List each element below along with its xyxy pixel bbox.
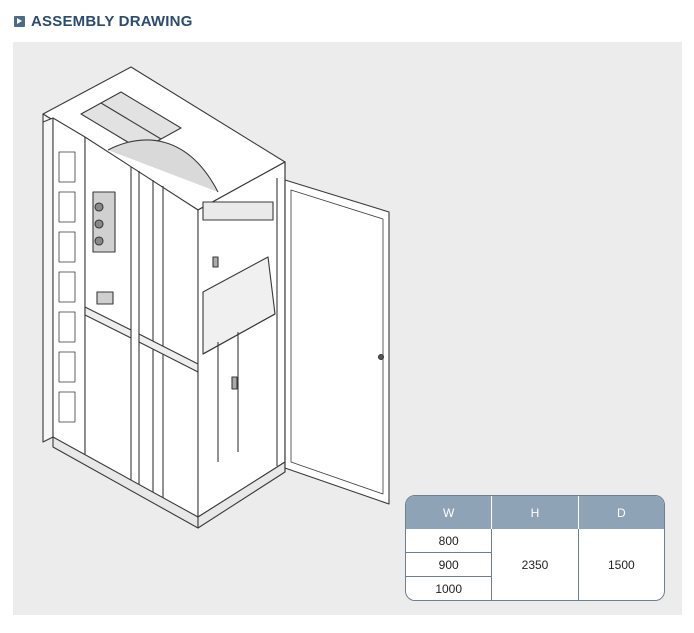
dimension-table-body: 800 900 1000 2350 1500	[406, 529, 664, 600]
dimension-table: W H D 800 900 1000 2350 1500	[405, 495, 665, 601]
width-cell: 800	[406, 529, 492, 553]
width-cell: 900	[406, 553, 492, 577]
drawing-panel: W H D 800 900 1000 2350 1500	[13, 42, 682, 615]
height-cell: 2350	[492, 529, 579, 600]
section-header: ASSEMBLY DRAWING	[14, 11, 193, 31]
header-w: W	[406, 496, 493, 529]
header-d: D	[616, 505, 626, 520]
header-h: H	[492, 496, 579, 529]
section-title: ASSEMBLY DRAWING	[31, 12, 193, 30]
width-column: 800 900 1000	[406, 529, 493, 600]
width-cell: 1000	[435, 581, 463, 596]
cabinet-assembly-drawing	[42, 66, 390, 529]
arrow-bullet-icon	[14, 15, 25, 27]
depth-cell: 1500	[607, 557, 635, 572]
dimension-table-header: W H D	[406, 496, 664, 529]
